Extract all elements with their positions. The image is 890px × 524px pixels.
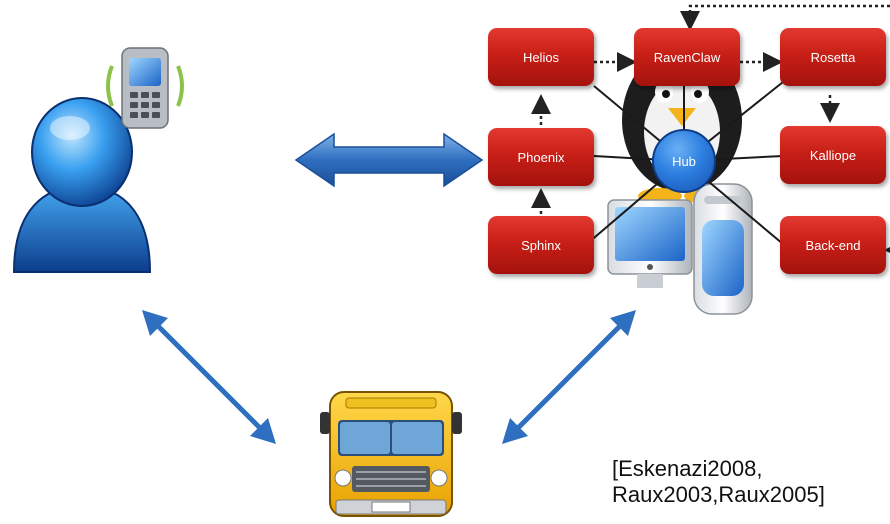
hub-node: Hub: [652, 129, 716, 193]
phoenix-module: Phoenix: [488, 128, 594, 186]
citation-line-1: [Eskenazi2008,: [612, 456, 763, 481]
backend-incoming-arrowhead: [884, 247, 890, 253]
desktop-computer-icon: [607, 199, 693, 288]
citation: [Eskenazi2008, Raux2003,Raux2005]: [612, 456, 884, 508]
backend-module: Back-end: [780, 216, 886, 274]
user-system-double-arrow: [294, 132, 484, 188]
user-bus-double-arrow: [142, 310, 276, 444]
ravenclaw-module: RavenClaw: [634, 28, 740, 86]
citation-line-2: Raux2003,Raux2005]: [612, 482, 825, 507]
server-tower-icon: [693, 183, 753, 315]
bus-icon: [320, 391, 462, 517]
system-bus-double-arrow: [502, 310, 636, 444]
sphinx-module: Sphinx: [488, 216, 594, 274]
user-icon: [12, 97, 152, 273]
rosetta-module: Rosetta: [780, 28, 886, 86]
dotted-flow-arrows: [531, 4, 890, 214]
kalliope-module: Kalliope: [780, 126, 886, 184]
helios-module: Helios: [488, 28, 594, 86]
mobile-phone-icon: [106, 47, 184, 129]
